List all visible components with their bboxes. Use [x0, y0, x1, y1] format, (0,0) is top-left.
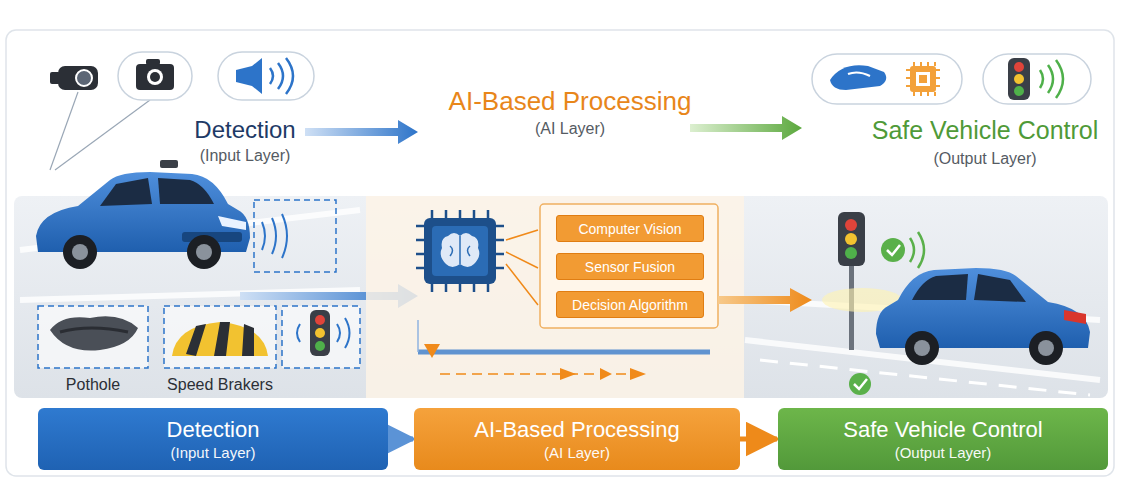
layer-heading: Detection — [194, 116, 295, 144]
box-subtitle: (Output Layer) — [895, 443, 992, 462]
box-subtitle: (Input Layer) — [170, 443, 255, 462]
detection-zone — [254, 200, 336, 272]
road-dash — [760, 360, 1090, 395]
card-frame — [6, 30, 1114, 476]
flow-connector — [388, 437, 413, 442]
ai-subpanel — [540, 204, 718, 328]
layer-box: AI-Based Processing(AI Layer) — [414, 408, 740, 470]
flow-arrow — [690, 116, 802, 140]
process-box: Computer Vision — [556, 215, 704, 242]
layer-subheading: (Input Layer) — [200, 147, 291, 165]
sensor-icons — [50, 52, 314, 170]
box-title: Safe Vehicle Control — [843, 416, 1042, 443]
box-title: Decision Algorithm — [572, 297, 688, 313]
hazard-label: Speed Brakers — [167, 376, 273, 394]
output-icons — [812, 54, 1091, 104]
speed-breaker-icon — [164, 306, 276, 368]
layer-heading: AI-Based Processing — [449, 86, 692, 117]
ai-chip — [416, 210, 538, 305]
ai-panel — [366, 196, 744, 398]
box-subtitle: (AI Layer) — [544, 443, 610, 462]
sensor-waves — [262, 214, 287, 258]
layer-box: Detection(Input Layer) — [38, 408, 388, 470]
layer-subheading: (Output Layer) — [933, 150, 1036, 168]
flow-arrow — [305, 120, 418, 144]
box-title: Detection — [167, 416, 260, 443]
check-badge — [849, 373, 871, 395]
layer-subheading: (AI Layer) — [535, 120, 605, 138]
processing-marker — [424, 344, 440, 358]
car-illustration — [36, 160, 250, 269]
box-title: AI-Based Processing — [474, 416, 679, 443]
processing-bar — [418, 350, 710, 355]
hazard-label: Pothole — [66, 376, 120, 394]
processing-bar — [417, 320, 419, 352]
traffic-light-icon — [282, 306, 360, 368]
processing-marker — [560, 368, 646, 380]
signal-check — [881, 232, 924, 268]
car-illustration — [876, 268, 1090, 365]
box-title: Computer Vision — [578, 221, 681, 237]
process-box: Sensor Fusion — [556, 253, 704, 280]
road-lines — [20, 210, 1100, 380]
process-box: Decision Algorithm — [556, 291, 704, 318]
pothole-icon — [38, 306, 148, 368]
box-title: Sensor Fusion — [585, 259, 675, 275]
flow-arrow — [718, 288, 812, 312]
layer-box: Safe Vehicle Control(Output Layer) — [778, 408, 1108, 470]
layer-heading: Safe Vehicle Control — [872, 116, 1099, 145]
flow-connector — [740, 437, 777, 442]
